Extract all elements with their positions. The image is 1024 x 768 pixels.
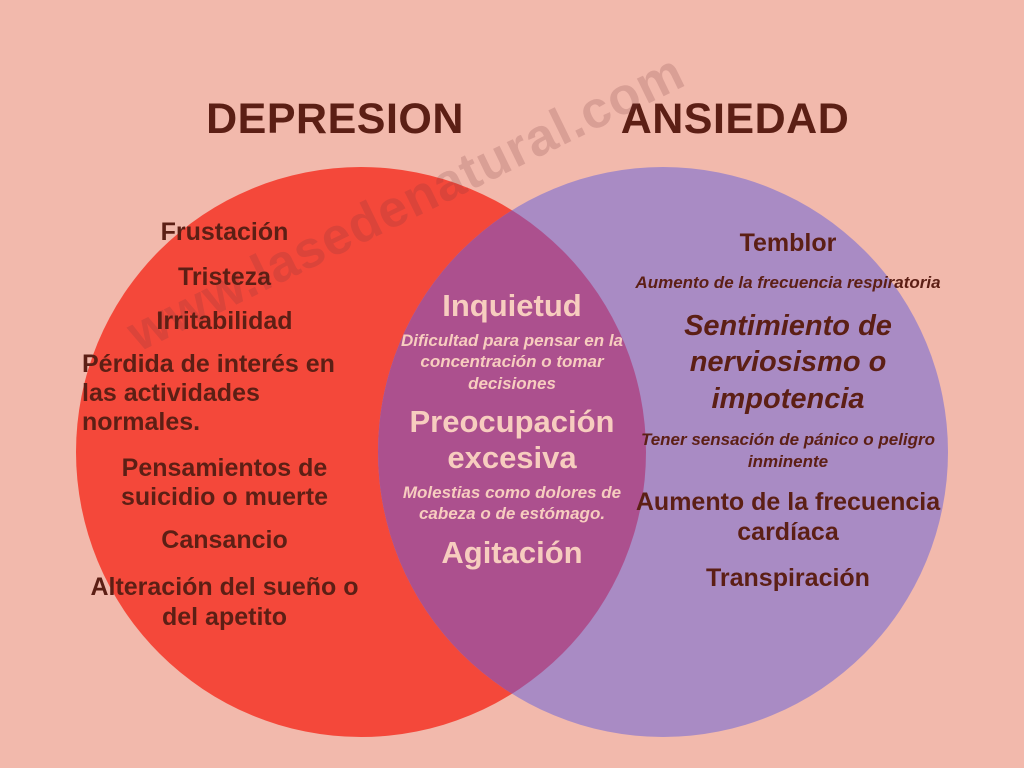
list-item: Pensamientos de suicidio o muerte xyxy=(121,453,328,511)
list-item: Agitación xyxy=(441,534,583,570)
list-item: Sentimiento de nerviosismo o impotencia xyxy=(684,310,892,415)
title-depresion: DEPRESION xyxy=(206,95,464,143)
list-item: Preocupación excesiva xyxy=(409,404,615,476)
list-item: Tener sensación de pánico o peligro inmi… xyxy=(640,429,936,471)
ansiedad-symptom-list: Temblor Aumento de la frecuencia respira… xyxy=(628,228,948,603)
list-item: Cansancio xyxy=(161,526,288,554)
list-item: Irritabilidad xyxy=(156,306,293,335)
list-item: Molestias como dolores de cabeza o de es… xyxy=(402,483,622,524)
list-item: Temblor xyxy=(739,229,837,257)
list-item: Inquietud xyxy=(442,288,582,323)
shared-symptom-list: Inquietud Dificultad para pensar en la c… xyxy=(392,288,632,577)
list-item: Tristeza xyxy=(177,263,272,292)
list-item: Aumento de la frecuencia respiratoria xyxy=(635,273,941,292)
list-item: Alteración del sueño o del apetito xyxy=(90,573,359,631)
list-item: Pérdida de interés en las actividades no… xyxy=(82,349,335,437)
depresion-symptom-list: Frustación Tristeza Irritabilidad Pérdid… xyxy=(82,218,367,646)
list-item: Frustación xyxy=(160,218,289,246)
list-item: Dificultad para pensar en la concentraci… xyxy=(400,330,623,393)
list-item: Transpiración xyxy=(706,564,870,593)
list-item: Aumento de la frecuencia cardíaca xyxy=(635,488,941,547)
title-ansiedad: ANSIEDAD xyxy=(620,95,850,143)
